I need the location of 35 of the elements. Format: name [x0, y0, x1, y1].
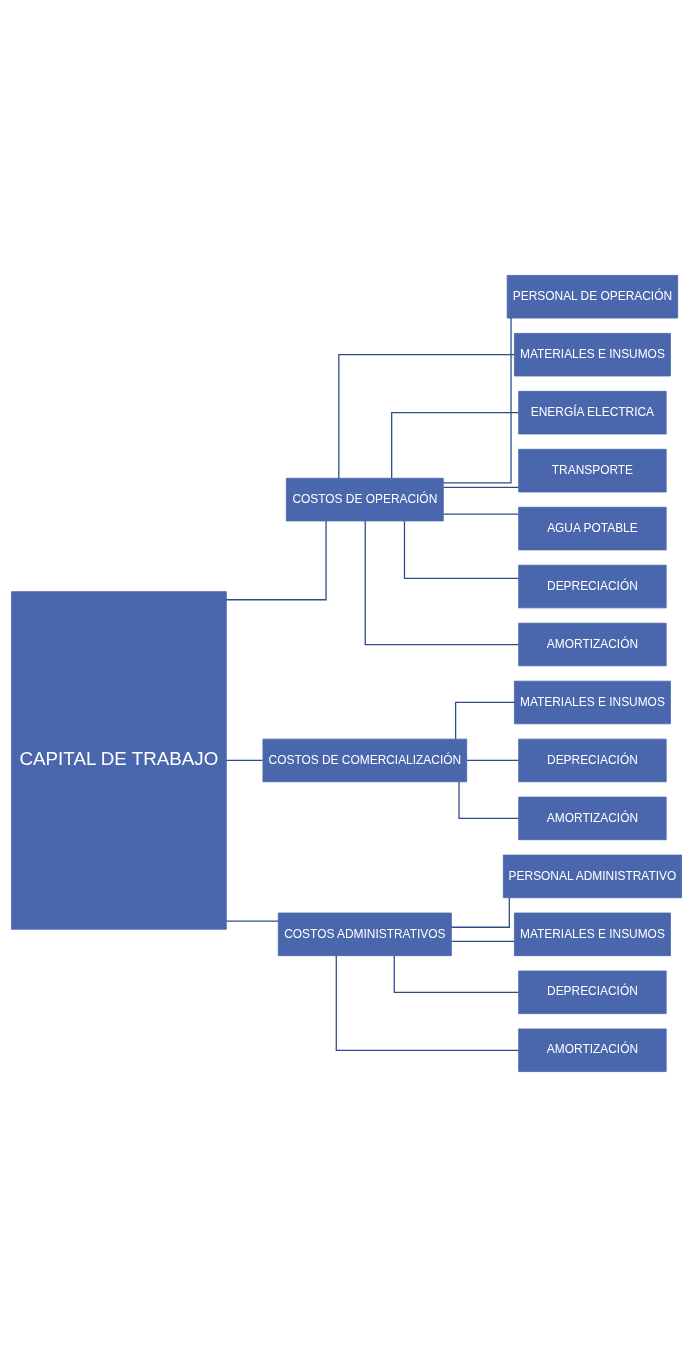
node-box: AGUA POTABLE — [518, 506, 667, 550]
node-box: MATERIALES E INSUMOS — [514, 680, 671, 724]
connector — [450, 940, 515, 942]
node-box: MATERIALES E INSUMOS — [514, 332, 671, 376]
connector — [335, 954, 520, 1051]
node-box: DEPRECIACIÓN — [518, 970, 667, 1014]
connector — [442, 486, 519, 488]
node-box: MATERIALES E INSUMOS — [514, 912, 671, 956]
connector — [466, 759, 520, 761]
node-box: AMORTIZACIÓN — [518, 622, 667, 666]
node-box: CAPITAL DE TRABAJO — [11, 590, 227, 930]
node-box: COSTOS DE COMERCIALIZACIÓN — [262, 738, 468, 782]
node-box: COSTOS DE OPERACIÓN — [285, 477, 444, 521]
connector — [442, 512, 519, 515]
node-box: COSTOS ADMINISTRATIVOS — [277, 912, 452, 956]
connector — [454, 701, 516, 739]
connector — [391, 411, 520, 479]
node-box: TRANSPORTE — [518, 448, 667, 492]
connector — [338, 353, 515, 479]
node-box: AMORTIZACIÓN — [518, 796, 667, 840]
node-box: ENERGÍA ELECTRICA — [518, 390, 667, 434]
node-box: PERSONAL DE OPERACIÓN — [506, 274, 679, 318]
connector — [225, 519, 327, 600]
node-box: PERSONAL ADMINISTRATIVO — [502, 854, 682, 898]
connector — [442, 316, 512, 483]
node-box: DEPRECIACIÓN — [518, 738, 667, 782]
node-box: AMORTIZACIÓN — [518, 1028, 667, 1072]
connector — [403, 520, 520, 579]
node-box: DEPRECIACIÓN — [518, 564, 667, 608]
connector — [458, 780, 519, 819]
connector — [364, 519, 520, 645]
connector — [450, 896, 510, 928]
connector — [225, 920, 279, 922]
connector — [225, 759, 264, 761]
connector — [393, 954, 520, 993]
